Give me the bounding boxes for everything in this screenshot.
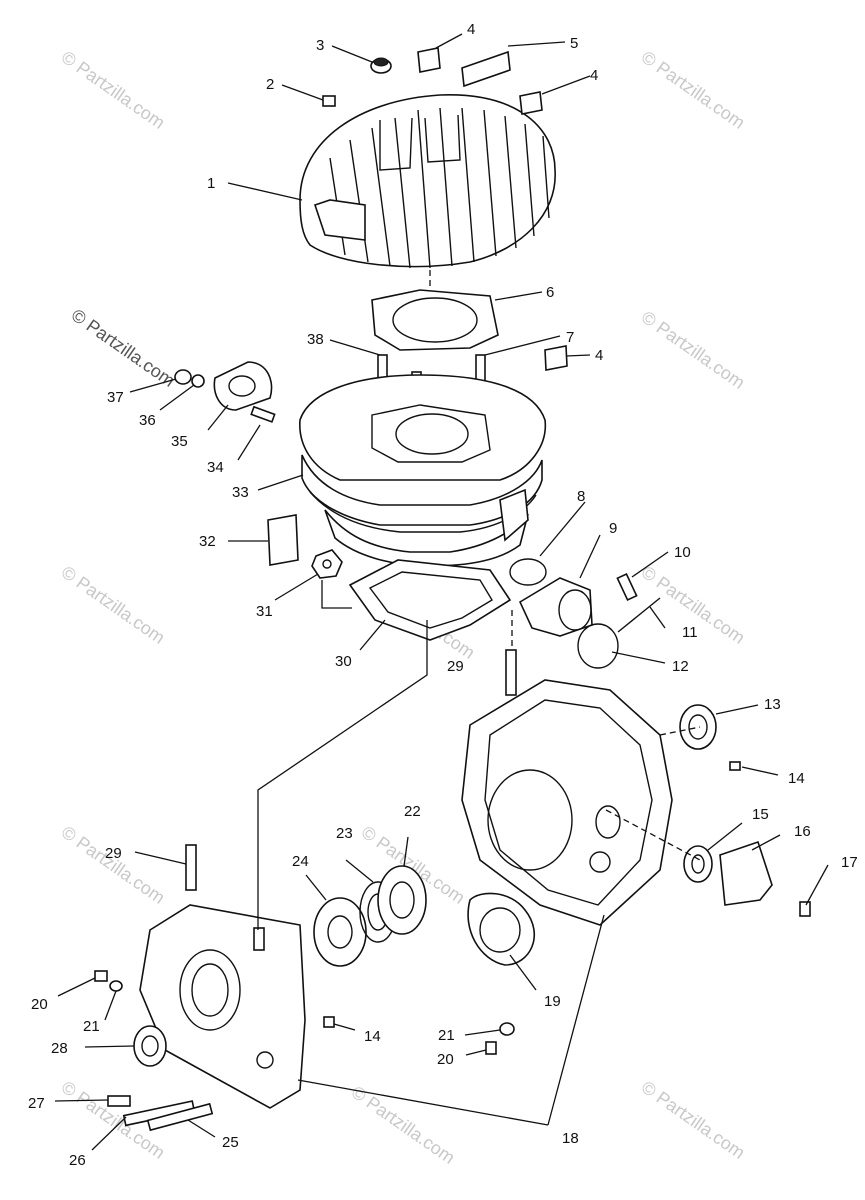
part-22-bearing bbox=[377, 865, 427, 935]
watermark-4: © Partzilla.com bbox=[58, 562, 169, 648]
copyright-mark: © Partzilla.com bbox=[68, 305, 179, 391]
part-34-fitting bbox=[250, 405, 276, 423]
callout-20b: 20 bbox=[437, 1051, 454, 1068]
part-27-bolt bbox=[107, 1095, 131, 1107]
callout-12: 12 bbox=[672, 658, 689, 675]
callout-30: 30 bbox=[335, 653, 352, 670]
watermark-10: © Partzilla.com bbox=[348, 1082, 459, 1168]
part-37-nut bbox=[174, 369, 192, 385]
callout-16: 16 bbox=[794, 823, 811, 840]
part-16-plate bbox=[719, 840, 773, 906]
callout-22: 22 bbox=[404, 803, 421, 820]
part-17-screw bbox=[799, 901, 811, 917]
callout-5: 5 bbox=[570, 35, 578, 52]
callout-4c: 4 bbox=[595, 347, 603, 364]
callout-10: 10 bbox=[674, 544, 691, 561]
part-2-plug bbox=[322, 95, 336, 107]
part-20-bolt-right bbox=[485, 1041, 497, 1055]
part-24-bearing bbox=[313, 897, 367, 967]
callout-34: 34 bbox=[207, 459, 224, 476]
part-9-intake-boot bbox=[518, 577, 593, 637]
callout-23: 23 bbox=[336, 825, 353, 842]
part-11-screw bbox=[617, 597, 661, 633]
part-32-connector bbox=[267, 514, 299, 566]
callout-18: 18 bbox=[562, 1130, 579, 1147]
callout-29b: 29 bbox=[105, 845, 122, 862]
part-4-connector-mid bbox=[544, 345, 568, 371]
callout-31: 31 bbox=[256, 603, 273, 620]
crankcase-right bbox=[461, 679, 673, 926]
part-30-base-gasket bbox=[348, 559, 512, 641]
callout-1: 1 bbox=[207, 175, 215, 192]
callout-24: 24 bbox=[292, 853, 309, 870]
callout-3: 3 bbox=[316, 37, 324, 54]
part-20-bolt-left bbox=[94, 970, 108, 982]
callout-26: 26 bbox=[69, 1152, 86, 1169]
part-14-dowel-right bbox=[729, 761, 741, 771]
part-35-flange bbox=[213, 361, 273, 411]
part-3-nut bbox=[370, 57, 392, 74]
part-31-nut bbox=[311, 549, 343, 579]
callout-33: 33 bbox=[232, 484, 249, 501]
crankcase-left bbox=[139, 904, 306, 1109]
leader-lines bbox=[54, 33, 829, 1151]
part-4-connector-right bbox=[519, 91, 543, 115]
callout-35: 35 bbox=[171, 433, 188, 450]
callout-6: 6 bbox=[546, 284, 554, 301]
part-21-washer-left bbox=[109, 980, 123, 992]
callout-36: 36 bbox=[139, 412, 156, 429]
callout-28: 28 bbox=[51, 1040, 68, 1057]
callout-4a: 4 bbox=[467, 21, 475, 38]
callout-13: 13 bbox=[764, 696, 781, 713]
callout-15: 15 bbox=[752, 806, 769, 823]
part-12-clamp bbox=[577, 623, 619, 669]
callouts: 1 2 3 4 5 4 6 7 4 38 37 36 35 34 33 8 9 … bbox=[28, 21, 858, 1169]
callout-19: 19 bbox=[544, 993, 561, 1010]
watermark-2: © Partzilla.com bbox=[638, 47, 749, 133]
callout-9: 9 bbox=[609, 520, 617, 537]
callout-37: 37 bbox=[107, 389, 124, 406]
watermark-11: © Partzilla.com bbox=[638, 1077, 749, 1163]
callout-38: 38 bbox=[307, 331, 324, 348]
part-25-bolt bbox=[146, 1102, 214, 1132]
callout-20a: 20 bbox=[31, 996, 48, 1013]
cylinder-head bbox=[299, 94, 556, 269]
watermark-1: © Partzilla.com bbox=[58, 47, 169, 133]
callout-25: 25 bbox=[222, 1134, 239, 1151]
callout-7: 7 bbox=[566, 329, 574, 346]
part-8-o-ring bbox=[509, 558, 547, 586]
part-15-seal bbox=[683, 845, 713, 883]
callout-2: 2 bbox=[266, 76, 274, 93]
part-19-gasket bbox=[467, 892, 536, 966]
callout-11: 11 bbox=[682, 624, 698, 641]
part-13-seal bbox=[679, 704, 717, 750]
part-28-seal bbox=[133, 1025, 167, 1067]
callout-14b: 14 bbox=[364, 1028, 381, 1045]
stud-crankcase-left bbox=[253, 927, 265, 951]
part-29-stud-left bbox=[185, 844, 197, 891]
part-10-bolt bbox=[616, 572, 638, 602]
part-5-connector-strip bbox=[461, 50, 511, 88]
callout-4b: 4 bbox=[590, 67, 598, 84]
watermark-7: © Partzilla.com bbox=[58, 822, 169, 908]
callout-8: 8 bbox=[577, 488, 585, 505]
callout-32: 32 bbox=[199, 533, 216, 550]
part-4-connector-top bbox=[417, 47, 441, 73]
callout-17: 17 bbox=[841, 854, 858, 871]
part-6-head-gasket bbox=[371, 289, 499, 351]
callout-14a: 14 bbox=[788, 770, 805, 787]
part-21-washer-right bbox=[499, 1022, 515, 1036]
part-36-washer bbox=[191, 374, 205, 388]
callout-21a: 21 bbox=[438, 1027, 455, 1044]
watermark-3: © Partzilla.com bbox=[638, 307, 749, 393]
callout-27: 27 bbox=[28, 1095, 45, 1112]
cylinder bbox=[299, 374, 547, 567]
callout-21b: 21 bbox=[83, 1018, 100, 1035]
part-29-stud-top bbox=[505, 649, 517, 696]
part-14-dowel-left bbox=[323, 1016, 335, 1028]
callout-29a: 29 bbox=[447, 658, 464, 675]
